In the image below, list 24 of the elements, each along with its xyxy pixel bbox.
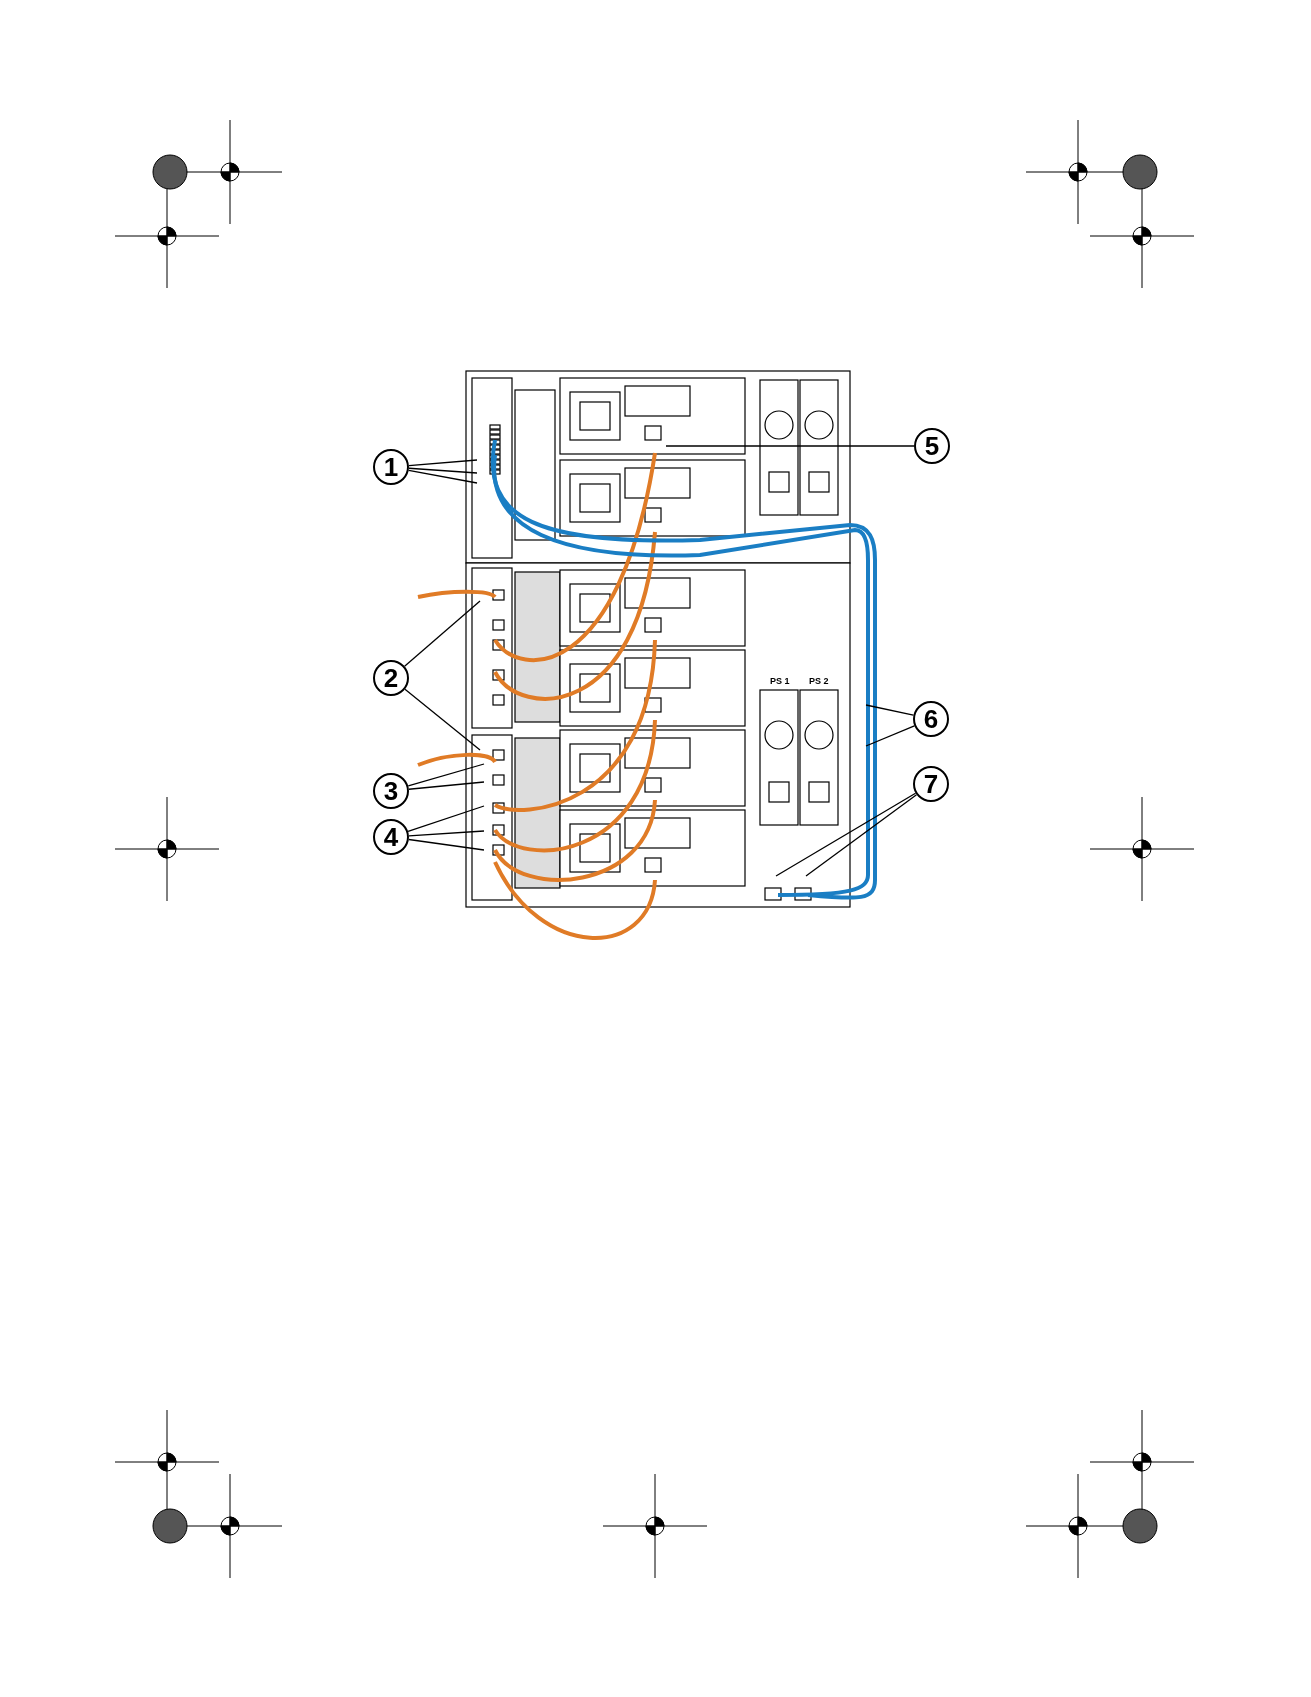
leader-line — [408, 781, 485, 790]
callout-number: 1 — [373, 449, 409, 485]
callout-number: 2 — [373, 660, 409, 696]
power-supply-label: PS 1 — [770, 676, 790, 686]
callout-number: 5 — [914, 428, 950, 464]
leader-line — [665, 445, 915, 447]
leader-line — [865, 704, 915, 716]
leader-line — [408, 830, 485, 837]
callout-number: 4 — [373, 819, 409, 855]
leader-line — [408, 467, 478, 474]
leader-line — [407, 805, 485, 832]
leader-line — [407, 763, 485, 787]
power-supply-label: PS 2 — [809, 676, 829, 686]
leader-line — [408, 469, 478, 484]
leader-line — [775, 792, 917, 877]
callout-number: 7 — [913, 766, 949, 802]
leader-line — [408, 459, 478, 467]
leader-line — [408, 838, 485, 851]
leader-line — [805, 794, 918, 877]
leader-line — [865, 725, 916, 747]
leader-line — [403, 600, 481, 667]
leader-line — [404, 688, 481, 751]
callout-number: 6 — [913, 701, 949, 737]
callout-number: 3 — [373, 773, 409, 809]
